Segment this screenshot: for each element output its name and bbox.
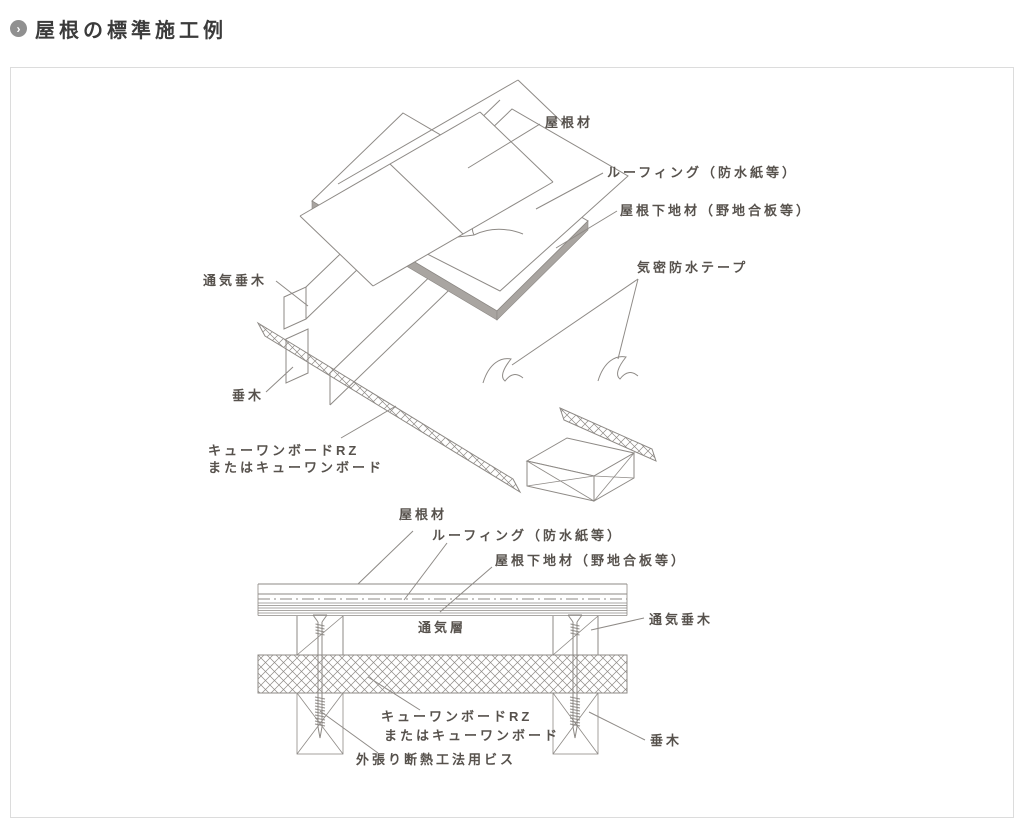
sheathing-section-lines — [258, 602, 627, 616]
label-q1board-line2: またはキューワンボード — [208, 460, 384, 475]
label-vent-layer: 通気層 — [418, 620, 466, 635]
section-roof-layers — [257, 583, 628, 616]
label-roof-material-section: 屋根材 — [399, 507, 447, 522]
label-sheathing-section: 屋根下地材（野地合板等） — [495, 553, 687, 568]
label-vent-rafter-section: 通気垂木 — [649, 612, 713, 627]
page-title: 屋根の標準施工例 — [35, 20, 227, 42]
section-insulation-board — [257, 654, 628, 694]
label-roof-material: 屋根材 — [545, 115, 593, 130]
tape-curl — [482, 358, 524, 384]
iso-diagram: 屋根材 ルーフィング（防水紙等） 屋根下地材（野地合板等） 気密防水テープ 通気… — [203, 79, 812, 502]
label-roofing-section: ルーフィング（防水紙等） — [432, 528, 623, 543]
page-header: › 屋根の標準施工例 — [10, 14, 227, 43]
label-screw: 外張り断熱工法用ビス — [355, 752, 516, 767]
label-q1board-section-line2: またはキューワンボード — [384, 728, 560, 743]
label-sheathing: 屋根下地材（野地合板等） — [620, 203, 812, 218]
roof-diagram-svg: 屋根材 ルーフィング（防水紙等） 屋根下地材（野地合板等） 気密防水テープ 通気… — [203, 79, 812, 767]
insulation-board-hatch — [256, 321, 657, 494]
chevron-bullet-icon: › — [10, 20, 27, 37]
tape-curl — [597, 356, 639, 382]
label-vent-rafter: 通気垂木 — [203, 273, 267, 288]
label-airtight-tape: 気密防水テープ — [637, 260, 748, 275]
section-diagram: 屋根材 ルーフィング（防水紙等） 屋根下地材（野地合板等） 通気層 通気垂木 垂… — [257, 507, 713, 767]
rafter-block — [525, 437, 636, 502]
tape-curls — [482, 356, 639, 384]
section-rafters — [296, 692, 599, 755]
label-q1board-line1: キューワンボードRZ — [208, 443, 359, 458]
label-rafter: 垂木 — [232, 388, 264, 403]
section-leader-lines — [319, 530, 646, 754]
section-vent-rafters — [296, 615, 599, 656]
board-edge-right — [496, 220, 589, 321]
label-q1board-section-line1: キューワンボードRZ — [381, 709, 532, 724]
roof-sheets — [299, 79, 566, 287]
diagram-panel: 屋根材 ルーフィング（防水紙等） 屋根下地材（野地合板等） 気密防水テープ 通気… — [10, 67, 1014, 818]
label-rafter-section: 垂木 — [650, 733, 682, 748]
label-roofing: ルーフィング（防水紙等） — [607, 165, 798, 180]
iso-leader-lines — [265, 123, 639, 439]
